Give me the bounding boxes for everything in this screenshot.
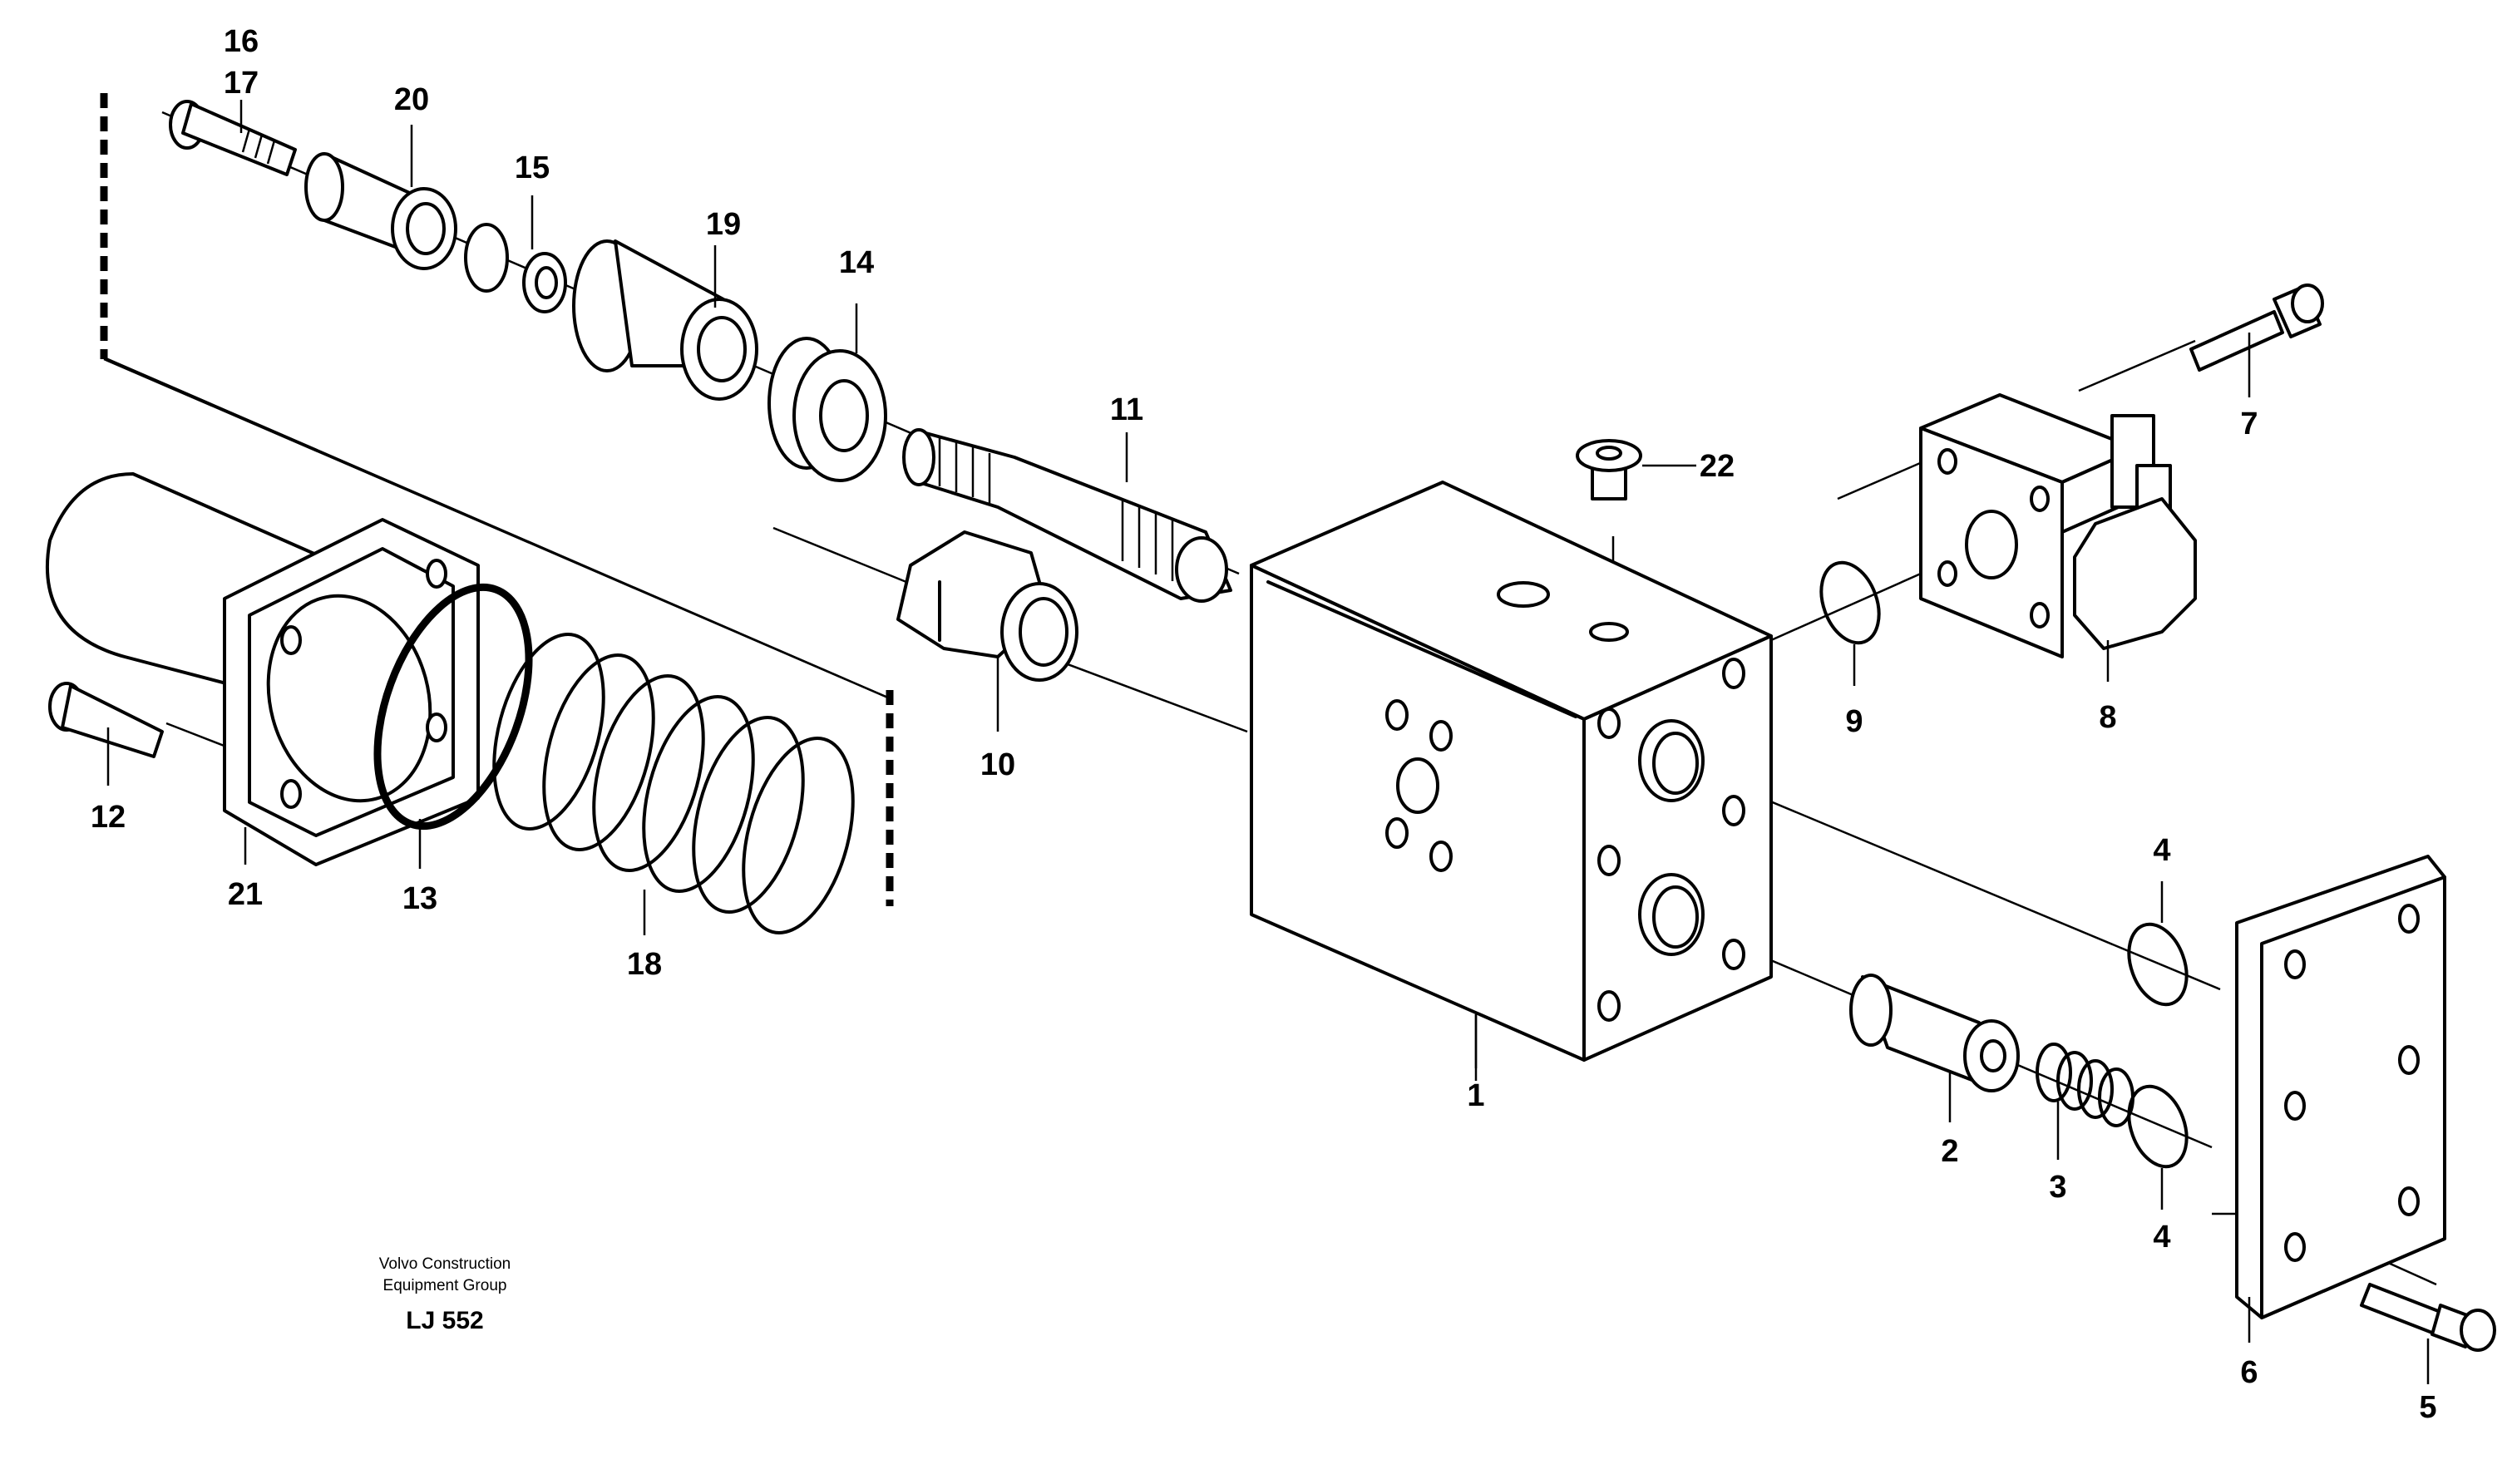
callout-17: 17	[224, 66, 259, 101]
callout-20: 20	[394, 82, 429, 117]
callout-8: 8	[2099, 700, 2116, 735]
o-ring-part-4-lower	[2127, 1084, 2189, 1169]
plug-part-22	[1576, 439, 1696, 500]
callout-leaders	[106, 100, 2430, 1384]
dashed-bracket	[100, 93, 894, 906]
callout-18: 18	[627, 947, 662, 982]
callout-5: 5	[2419, 1390, 2436, 1425]
callout-labels: 16 17 20 15 19 14 11 22 7 10 9 8 4 1 2 3…	[91, 24, 2437, 1425]
callout-4-lower: 4	[2153, 1220, 2170, 1255]
bushing-part-15	[464, 223, 567, 313]
o-ring-part-9	[1819, 560, 1881, 645]
cylinder-part-20	[304, 152, 457, 270]
sleeve-part-19	[572, 239, 758, 401]
o-ring-part-4-upper	[2127, 922, 2189, 1007]
callout-9: 9	[1845, 704, 1863, 739]
credit-line-2: Equipment Group	[383, 1277, 507, 1294]
credit-block: Volvo Construction Equipment Group LJ 55…	[379, 1255, 511, 1334]
solenoid-valve-part-8	[1919, 393, 2197, 658]
washer-part-14	[767, 337, 887, 482]
spring-part-18	[492, 633, 855, 934]
screw-part-7	[2189, 283, 2324, 372]
spool-part-11	[902, 428, 1232, 603]
callout-22: 22	[1700, 449, 1735, 484]
callout-10: 10	[980, 747, 1015, 782]
callout-15: 15	[515, 150, 550, 185]
solenoid-housing-part-21	[45, 472, 480, 866]
bolt-part-12	[48, 682, 164, 758]
callout-19: 19	[706, 207, 741, 242]
callout-14: 14	[839, 245, 874, 280]
callout-16: 16	[224, 24, 259, 59]
callout-1: 1	[1467, 1078, 1484, 1113]
cover-plate-part-6	[2235, 855, 2446, 1319]
callout-21: 21	[228, 877, 263, 912]
callout-12: 12	[91, 800, 126, 835]
credit-line-1: Volvo Construction	[379, 1255, 511, 1273]
callout-7: 7	[2240, 407, 2258, 441]
o-ring-part-13	[373, 583, 533, 831]
callout-3: 3	[2049, 1170, 2066, 1205]
callout-4-upper: 4	[2153, 833, 2170, 868]
bolt-part-16-17	[169, 100, 297, 176]
callout-11: 11	[1110, 392, 1143, 427]
piston-part-2	[1849, 974, 2020, 1092]
spring-part-3	[2036, 1043, 2134, 1127]
screw-part-5	[2360, 1283, 2496, 1352]
callout-13: 13	[402, 881, 437, 916]
valve-block	[1250, 481, 1773, 1081]
callout-6: 6	[2240, 1355, 2258, 1390]
drawing-code: LJ 552	[406, 1307, 483, 1334]
nipple-part-10	[896, 530, 1078, 682]
callout-2: 2	[1941, 1134, 1958, 1169]
